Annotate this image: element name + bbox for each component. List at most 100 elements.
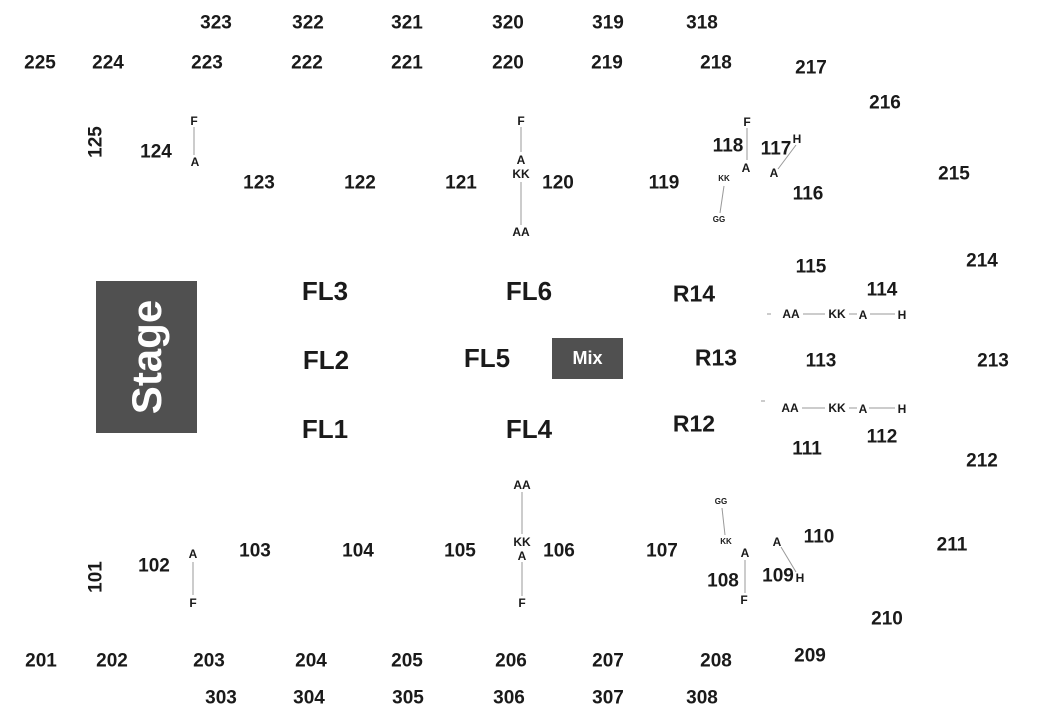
section-123[interactable]: 123	[243, 172, 275, 194]
row-label: A	[858, 402, 868, 416]
row-label: GG	[714, 497, 728, 506]
section-215[interactable]: 215	[938, 163, 970, 185]
section-119[interactable]: 119	[648, 172, 680, 194]
stage: Stage	[96, 281, 197, 433]
section-r13[interactable]: R13	[694, 344, 738, 371]
section-125[interactable]: 125	[85, 126, 107, 158]
section-305[interactable]: 305	[392, 687, 424, 709]
section-308[interactable]: 308	[686, 687, 718, 709]
section-323[interactable]: 323	[200, 12, 232, 34]
section-fl1[interactable]: FL1	[301, 414, 349, 444]
section-319[interactable]: 319	[592, 12, 624, 34]
section-108[interactable]: 108	[707, 570, 739, 592]
section-102[interactable]: 102	[138, 555, 170, 577]
section-208[interactable]: 208	[700, 650, 732, 672]
section-211[interactable]: 211	[936, 534, 968, 556]
section-320[interactable]: 320	[492, 12, 524, 34]
section-222[interactable]: 222	[291, 52, 323, 74]
section-303[interactable]: 303	[205, 687, 237, 709]
section-117[interactable]: 117	[760, 138, 792, 160]
row-line	[719, 185, 725, 214]
section-115[interactable]: 115	[795, 256, 827, 278]
section-219[interactable]: 219	[591, 52, 623, 74]
row-line	[721, 507, 726, 536]
row-label: F	[517, 114, 525, 128]
section-107[interactable]: 107	[646, 540, 678, 562]
row-label: H	[897, 308, 907, 322]
row-label: A	[741, 161, 751, 175]
section-209[interactable]: 209	[794, 645, 826, 667]
row-label: KK	[513, 535, 531, 549]
section-118[interactable]: 118	[712, 135, 744, 157]
row-label: AA	[513, 478, 531, 492]
section-103[interactable]: 103	[239, 540, 271, 562]
row-label: AA	[782, 307, 800, 321]
section-124[interactable]: 124	[140, 141, 172, 163]
section-225[interactable]: 225	[24, 52, 56, 74]
section-r14[interactable]: R14	[672, 280, 716, 307]
section-205[interactable]: 205	[391, 650, 423, 672]
row-line	[777, 144, 797, 170]
section-214[interactable]: 214	[966, 250, 998, 272]
section-fl6[interactable]: FL6	[505, 276, 553, 306]
section-213[interactable]: 213	[977, 350, 1009, 372]
section-218[interactable]: 218	[700, 52, 732, 74]
row-label: KK	[828, 401, 846, 415]
section-112[interactable]: 112	[866, 426, 898, 448]
section-322[interactable]: 322	[292, 12, 324, 34]
section-111[interactable]: 111	[792, 438, 822, 460]
section-202[interactable]: 202	[96, 650, 128, 672]
section-220[interactable]: 220	[492, 52, 524, 74]
section-210[interactable]: 210	[871, 608, 903, 630]
section-116[interactable]: 116	[792, 183, 824, 205]
section-304[interactable]: 304	[293, 687, 325, 709]
row-label: F	[189, 596, 197, 610]
row-label: A	[740, 546, 750, 560]
section-306[interactable]: 306	[493, 687, 525, 709]
section-120[interactable]: 120	[542, 172, 574, 194]
row-label: F	[518, 596, 526, 610]
section-r12[interactable]: R12	[672, 410, 716, 437]
section-109[interactable]: 109	[762, 565, 794, 587]
section-104[interactable]: 104	[342, 540, 374, 562]
section-221[interactable]: 221	[391, 52, 423, 74]
row-label: GG	[712, 215, 726, 224]
stage-label: Stage	[122, 299, 170, 415]
section-101[interactable]: 101	[85, 561, 107, 593]
section-212[interactable]: 212	[966, 450, 998, 472]
section-217[interactable]: 217	[795, 57, 827, 79]
section-fl5[interactable]: FL5	[463, 343, 511, 373]
section-fl3[interactable]: FL3	[301, 276, 349, 306]
section-105[interactable]: 105	[444, 540, 476, 562]
section-114[interactable]: 114	[866, 279, 898, 301]
row-label: A	[188, 547, 198, 561]
section-307[interactable]: 307	[592, 687, 624, 709]
section-113[interactable]: 113	[805, 350, 837, 372]
section-121[interactable]: 121	[445, 172, 477, 194]
row-label: H	[792, 132, 802, 146]
row-label: A	[190, 155, 200, 169]
section-216[interactable]: 216	[869, 92, 901, 114]
section-203[interactable]: 203	[193, 650, 225, 672]
row-label: F	[190, 114, 198, 128]
mix-position[interactable]: Mix	[552, 338, 623, 379]
section-fl2[interactable]: FL2	[302, 345, 350, 375]
section-223[interactable]: 223	[191, 52, 223, 74]
row-label: A	[772, 535, 782, 549]
section-207[interactable]: 207	[592, 650, 624, 672]
section-201[interactable]: 201	[25, 650, 57, 672]
section-110[interactable]: 110	[803, 526, 835, 548]
section-fl4[interactable]: FL4	[505, 414, 553, 444]
row-label: KK	[718, 174, 730, 183]
section-204[interactable]: 204	[295, 650, 327, 672]
section-224[interactable]: 224	[92, 52, 124, 74]
section-206[interactable]: 206	[495, 650, 527, 672]
section-318[interactable]: 318	[686, 12, 718, 34]
section-122[interactable]: 122	[344, 172, 376, 194]
section-106[interactable]: 106	[543, 540, 575, 562]
row-label: A	[516, 153, 526, 167]
row-line	[780, 546, 797, 573]
row-label: AA	[781, 401, 799, 415]
section-321[interactable]: 321	[391, 12, 423, 34]
